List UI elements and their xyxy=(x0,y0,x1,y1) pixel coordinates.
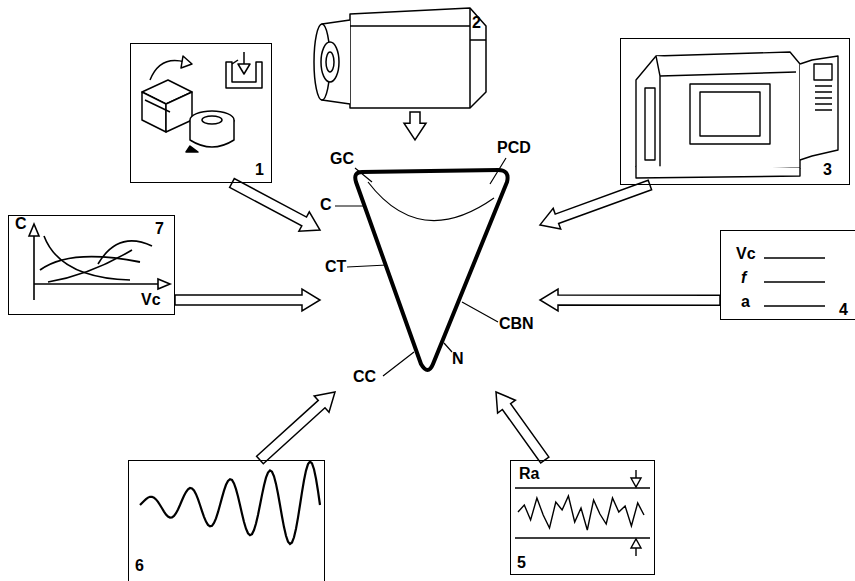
speed-graph xyxy=(40,257,140,270)
workholding-icons xyxy=(150,60,185,80)
workpiece-box: 2 xyxy=(316,0,490,112)
workpiece-drawing xyxy=(314,8,486,108)
callout-number: 5 xyxy=(517,554,526,572)
axis-label: C xyxy=(15,215,27,233)
process-box: 3 xyxy=(620,38,850,185)
hollow-arrow xyxy=(496,392,549,463)
lathe-drawing xyxy=(690,84,770,144)
hollow-arrow xyxy=(175,289,320,311)
workpiece-drawing xyxy=(326,52,334,72)
insert-shape xyxy=(368,182,494,221)
lathe-drawing xyxy=(814,64,832,80)
roughness-profile xyxy=(631,478,641,487)
roughness-profile xyxy=(515,488,650,538)
speed-graph xyxy=(48,250,132,282)
parameter-box: Vc fa 4 xyxy=(720,230,855,320)
parameter-label: f xyxy=(741,269,746,287)
insert-shape: GC PCD C CT CBN CC N xyxy=(320,140,540,392)
hollow-arrow xyxy=(257,392,335,464)
speed-graph xyxy=(34,283,160,285)
grade-label: GC xyxy=(330,150,354,168)
callout-number: 1 xyxy=(255,161,264,179)
workholding-icons xyxy=(181,56,192,68)
hollow-arrow xyxy=(540,289,720,311)
vibration-box: 6 xyxy=(128,460,325,581)
parameter-lines xyxy=(764,258,825,306)
grade-label: PCD xyxy=(497,139,531,157)
parameter-label: Ra xyxy=(519,465,539,483)
speed-graph xyxy=(29,224,170,300)
workholding-icons xyxy=(226,62,262,88)
workholding-icons xyxy=(186,146,198,152)
speed-graph xyxy=(98,241,152,264)
grade-label: N xyxy=(452,350,464,368)
grade-label: C xyxy=(320,196,332,214)
insert-shape xyxy=(335,158,508,376)
workholding-icons xyxy=(202,116,222,124)
lathe-drawing xyxy=(645,88,655,160)
lathe-drawing xyxy=(815,86,832,110)
workholding-icons xyxy=(145,100,170,112)
roughness-profile xyxy=(515,470,650,556)
workpiece-drawing xyxy=(350,8,486,108)
workholding-icons xyxy=(142,52,262,152)
callout-number: 4 xyxy=(839,301,848,319)
speed-graph xyxy=(33,232,35,300)
surface-box: Ra 5 xyxy=(510,460,655,575)
callout-number: 3 xyxy=(823,161,832,179)
parameter-label: Vc xyxy=(736,245,756,263)
grade-label: CBN xyxy=(499,315,534,333)
hollow-arrow xyxy=(230,179,320,232)
callout-number: 7 xyxy=(155,220,164,238)
lathe-drawing xyxy=(636,166,800,178)
workholding-icons xyxy=(238,64,250,74)
speed-graph xyxy=(158,279,170,289)
lathe-drawing xyxy=(800,56,838,160)
callout-number: 6 xyxy=(135,557,144,575)
process-box: 1 xyxy=(130,43,272,183)
workpiece-drawing xyxy=(321,42,339,82)
axis-label: Vc xyxy=(141,291,161,309)
insert-shape xyxy=(335,158,506,376)
grade-label: CC xyxy=(353,368,376,386)
insert-shape xyxy=(355,170,507,370)
vibration-wave xyxy=(140,462,320,544)
parameter-lines xyxy=(764,258,825,306)
lathe-drawing xyxy=(636,52,800,172)
roughness-profile xyxy=(631,539,641,548)
parameter-label: a xyxy=(741,293,750,311)
workholding-icons xyxy=(232,60,238,64)
lathe-drawing xyxy=(656,56,796,168)
hollow-arrow xyxy=(404,112,426,140)
roughness-profile xyxy=(518,496,644,530)
workpiece-drawing xyxy=(350,8,486,108)
workholding-icons xyxy=(142,92,166,132)
hollow-arrow xyxy=(540,180,652,229)
vibration-wave xyxy=(140,462,320,544)
graph-box: C Vc 7 xyxy=(8,215,175,315)
grade-label: CT xyxy=(325,258,346,276)
speed-graph xyxy=(29,224,39,236)
lathe-drawing xyxy=(636,52,838,178)
callout-number: 2 xyxy=(472,14,481,32)
lathe-drawing xyxy=(700,92,760,136)
